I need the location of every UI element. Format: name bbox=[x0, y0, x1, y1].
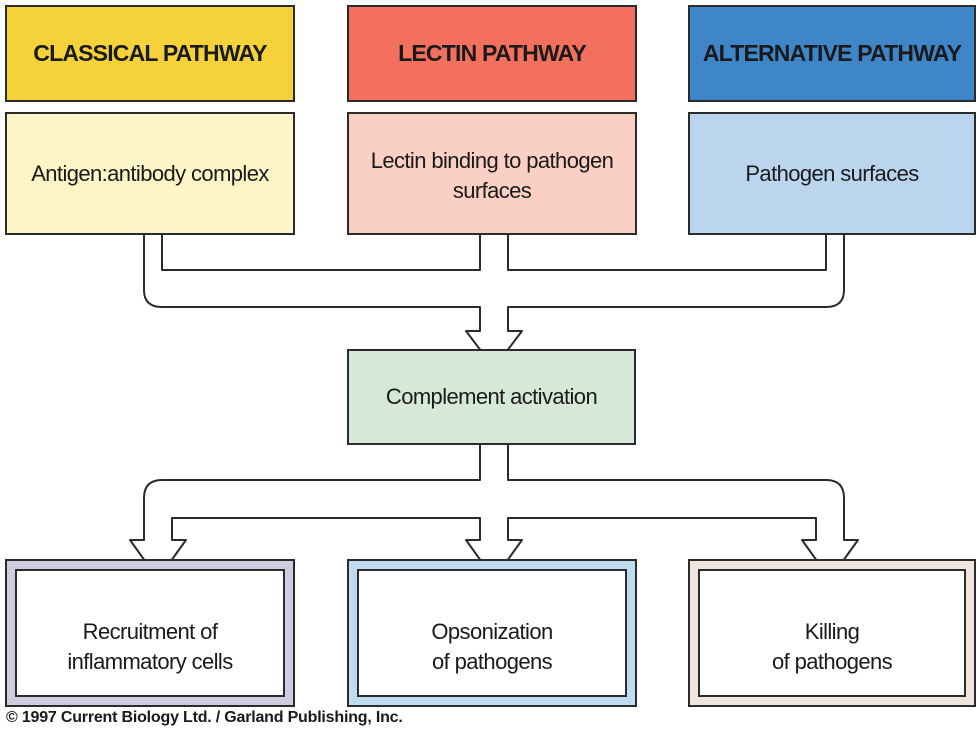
converging-arrow bbox=[143, 233, 845, 369]
copyright-notice: © 1997 Current Biology Ltd. / Garland Pu… bbox=[6, 709, 403, 726]
complement-activation-box: Complement activation bbox=[347, 349, 636, 445]
outcome-killing-label: Killing of pathogens bbox=[698, 569, 966, 697]
classical-pathway-title: CLASSICAL PATHWAY bbox=[33, 40, 267, 66]
outcome-killing-frame: Killing of pathogens bbox=[688, 559, 976, 707]
alternative-pathway-header: ALTERNATIVE PATHWAY bbox=[688, 5, 976, 102]
classical-trigger-box: Antigen:antibody complex bbox=[5, 112, 295, 235]
lectin-trigger-box: Lectin binding to pathogen surfaces bbox=[347, 112, 637, 235]
alternative-trigger-box: Pathogen surfaces bbox=[688, 112, 976, 235]
alternative-trigger-label: Pathogen surfaces bbox=[745, 160, 919, 186]
outcome-opsonization-frame: Opsonization of pathogens bbox=[347, 559, 637, 707]
lectin-pathway-title: LECTIN PATHWAY bbox=[398, 40, 587, 66]
outcome-recruitment-label: Recruitment of inflammatory cells bbox=[15, 569, 285, 697]
lectin-trigger-label: Lectin binding to pathogen surfaces bbox=[370, 148, 614, 203]
lectin-pathway-header: LECTIN PATHWAY bbox=[347, 5, 637, 102]
outcome-opsonization-label: Opsonization of pathogens bbox=[357, 569, 627, 697]
alternative-pathway-title: ALTERNATIVE PATHWAY bbox=[702, 40, 962, 66]
classical-pathway-header: CLASSICAL PATHWAY bbox=[5, 5, 295, 102]
complement-activation-label: Complement activation bbox=[385, 384, 598, 409]
outcome-recruitment-frame: Recruitment of inflammatory cells bbox=[5, 559, 295, 707]
classical-trigger-label: Antigen:antibody complex bbox=[31, 160, 269, 186]
